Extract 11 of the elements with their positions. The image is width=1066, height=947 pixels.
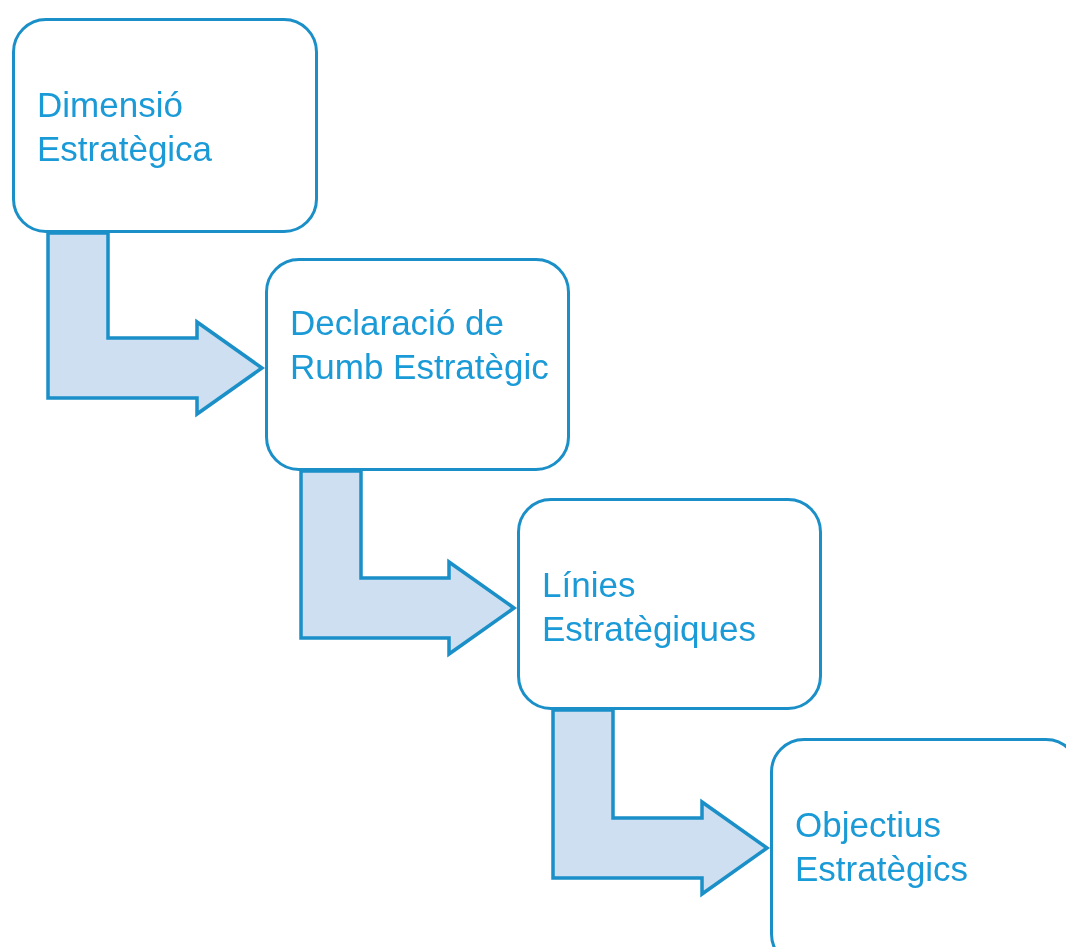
box-label: Objectius Estratègics — [795, 804, 970, 890]
bent-arrow — [46, 231, 266, 418]
bent-arrow — [551, 708, 771, 898]
bent-arrow — [299, 469, 518, 658]
box-label: Dimensió Estratègica — [37, 84, 214, 170]
process-box — [12, 18, 318, 233]
process-box — [517, 498, 822, 710]
process-box — [770, 738, 1066, 947]
box-label: Declaració de Rumb Estratègic — [290, 302, 550, 388]
box-label: Línies Estratègiques — [542, 564, 758, 650]
process-box — [265, 258, 570, 471]
